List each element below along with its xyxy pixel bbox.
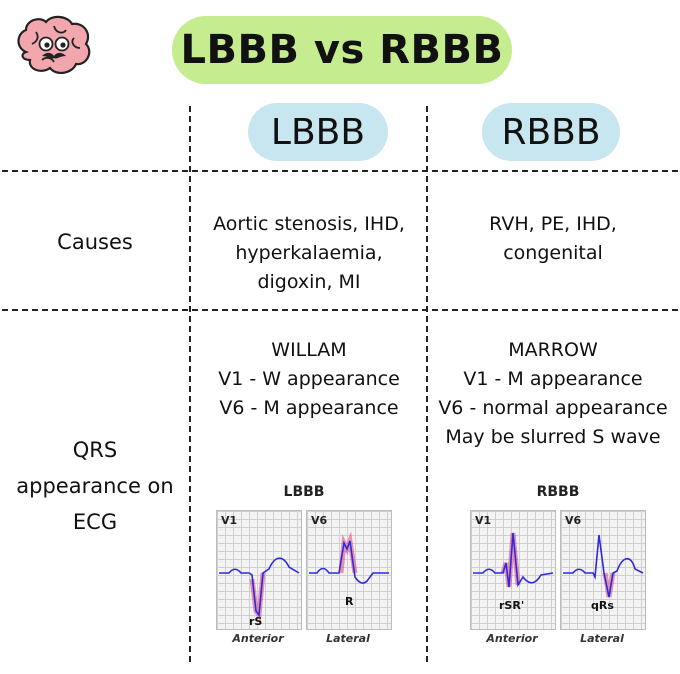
ecg-rbbb-v6-wave-label: qRs (591, 599, 614, 612)
divider-horizontal-middle (2, 309, 678, 311)
qrs-rbbb-line: MARROW (508, 339, 598, 361)
qrs-rbbb: MARROW V1 - M appearance V6 - normal app… (428, 336, 678, 452)
ecg-lbbb-figure: LBBB V1 rS V6 R Anterior Lateral (212, 484, 396, 650)
row-label-qrs: QRS appearance on ECG (0, 432, 190, 540)
qrs-lbbb-line: WILLAM (271, 339, 347, 361)
divider-vertical-right (426, 106, 428, 662)
divider-horizontal-top (2, 170, 678, 172)
row-label-causes: Causes (57, 230, 133, 254)
causes-lbbb-line: Aortic stenosis, IHD, (213, 213, 405, 235)
ecg-lbbb-v6-panel: V6 R (306, 510, 392, 630)
ecg-rbbb-figure: RBBB V1 rSR' V6 qRs Anterior Lateral (466, 484, 650, 650)
ecg-rbbb-v1-wave-label: rSR' (499, 599, 525, 612)
ecg-lbbb-v1-trace (219, 557, 300, 622)
causes-lbbb: Aortic stenosis, IHD, hyperkalaemia, dig… (192, 210, 426, 297)
ecg-lbbb-v1-caption: Anterior (232, 632, 284, 645)
qrs-lbbb-line: V6 - M appearance (219, 397, 399, 419)
ecg-rbbb-title: RBBB (536, 484, 580, 500)
ecg-lbbb-title: LBBB (283, 484, 325, 500)
ecg-lbbb-v6-caption: Lateral (326, 632, 370, 645)
logo (12, 12, 94, 84)
column-header-rbbb: RBBB (482, 103, 620, 161)
causes-rbbb-line: congenital (503, 242, 603, 264)
ecg-rbbb-v1-lead: V1 (475, 514, 492, 527)
ecg-lbbb-v1-wave-label: rS (249, 615, 263, 628)
qrs-rbbb-line: V6 - normal appearance (438, 397, 668, 419)
row-label-qrs-line: appearance on (16, 474, 174, 498)
ecg-rbbb-v6-panel: V6 qRs (560, 510, 646, 630)
ecg-rbbb-v1-panel: V1 rSR' (470, 510, 556, 630)
qrs-lbbb-line: V1 - W appearance (218, 368, 400, 390)
ecg-rbbb-v6-caption: Lateral (580, 632, 624, 645)
ecg-lbbb-v1-panel: V1 rS (216, 510, 302, 630)
ecg-rbbb-v1-trace (473, 532, 554, 588)
column-header-lbbb: LBBB (248, 103, 388, 161)
causes-rbbb-line: RVH, PE, IHD, (489, 213, 617, 235)
ecg-rbbb-v1-caption: Anterior (486, 632, 538, 645)
qrs-lbbb: WILLAM V1 - W appearance V6 - M appearan… (192, 336, 426, 423)
page-title: LBBB vs RBBB (172, 16, 512, 84)
ecg-lbbb-v1-lead: V1 (221, 514, 238, 527)
causes-lbbb-line: hyperkalaemia, (235, 242, 383, 264)
divider-vertical-left (189, 106, 191, 662)
ecg-lbbb-v6-wave-label: R (345, 595, 354, 608)
causes-lbbb-line: digoxin, MI (257, 271, 361, 293)
qrs-rbbb-line: V1 - M appearance (463, 368, 643, 390)
row-label-qrs-line: QRS (72, 438, 118, 462)
causes-rbbb: RVH, PE, IHD, congenital (428, 210, 678, 268)
ecg-rbbb-v6-trace (563, 534, 644, 598)
ecg-lbbb-v6-lead: V6 (311, 514, 328, 527)
qrs-rbbb-line: May be slurred S wave (445, 426, 661, 448)
ecg-lbbb-v6-trace (309, 531, 389, 584)
row-label-qrs-line: ECG (72, 510, 118, 534)
brain-with-moustache-icon (17, 15, 91, 74)
ecg-rbbb-v6-lead: V6 (565, 514, 582, 527)
